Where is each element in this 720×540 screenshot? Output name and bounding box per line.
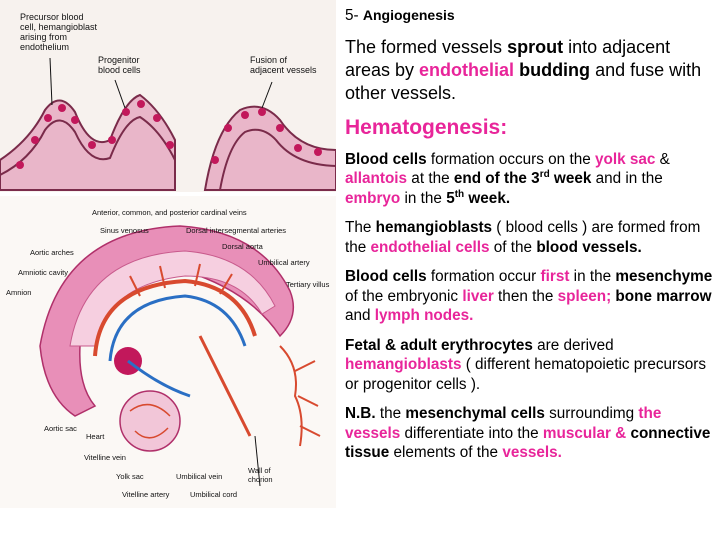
label-vitelline-vein: Vitelline vein	[84, 453, 126, 462]
label-progenitor-cells: Progenitor blood cells	[98, 55, 141, 75]
angiogenesis-heading: 5- Angiogenesis	[345, 7, 455, 24]
label-tertiary-villus: Tertiary villus	[286, 280, 330, 289]
lecture-text: 5- Angiogenesis The formed vessels sprou…	[345, 6, 715, 473]
paragraph-blood-cells: Blood cells formation occurs on the yolk…	[345, 150, 670, 207]
label-aortic-sac: Aortic sac	[44, 424, 77, 433]
label-heart: Heart	[86, 432, 105, 441]
label-fusion: Fusion of adjacent vessels	[250, 55, 317, 75]
paragraph-angiogenesis: The formed vessels sprout into adjacent …	[345, 36, 702, 103]
label-umbilical-vein: Umbilical vein	[176, 472, 223, 481]
embryo-circulation-diagram: Anterior, common, and posterior cardinal…	[0, 196, 336, 508]
label-sinus-venosus: Sinus venosus	[100, 226, 149, 235]
label-wall-of-chorion: Wall of chorion	[248, 466, 273, 484]
label-amnion: Amnion	[6, 288, 32, 297]
circulation-drawing	[39, 225, 321, 487]
label-vitelline-artery: Vitelline artery	[122, 490, 170, 499]
paragraph-nb: N.B. the mesenchymal cells surroundimg t…	[345, 405, 711, 461]
paragraph-erythrocytes: Fetal & adult erythrocytes are derived h…	[345, 336, 707, 393]
paragraph-hemangioblasts: The hemangioblasts ( blood cells ) are f…	[345, 219, 701, 256]
label-aortic-arches: Aortic arches	[30, 248, 74, 257]
label-umbilical-artery: Umbilical artery	[258, 258, 310, 267]
label-yolk-sac: Yolk sac	[116, 472, 144, 481]
label-amniotic-cavity: Amniotic cavity	[18, 268, 69, 277]
label-cardinal-veins: Anterior, common, and posterior cardinal…	[92, 208, 247, 217]
label-precursor-cell: Precursor blood cell, hemangioblast aris…	[20, 12, 98, 52]
vessel-sprout-drawing	[0, 57, 337, 191]
label-umbilical-cord: Umbilical cord	[190, 490, 238, 499]
label-dorsal-aorta: Dorsal aorta	[222, 242, 263, 251]
angiogenesis-illustration: Precursor blood cell, hemangioblast aris…	[0, 0, 337, 192]
label-dorsal-intersegmental: Dorsal intersegmental arteries	[186, 226, 287, 235]
paragraph-formation-sites: Blood cells formation occur first in the…	[345, 268, 713, 324]
hematogenesis-heading: Hematogenesis:	[345, 115, 508, 139]
